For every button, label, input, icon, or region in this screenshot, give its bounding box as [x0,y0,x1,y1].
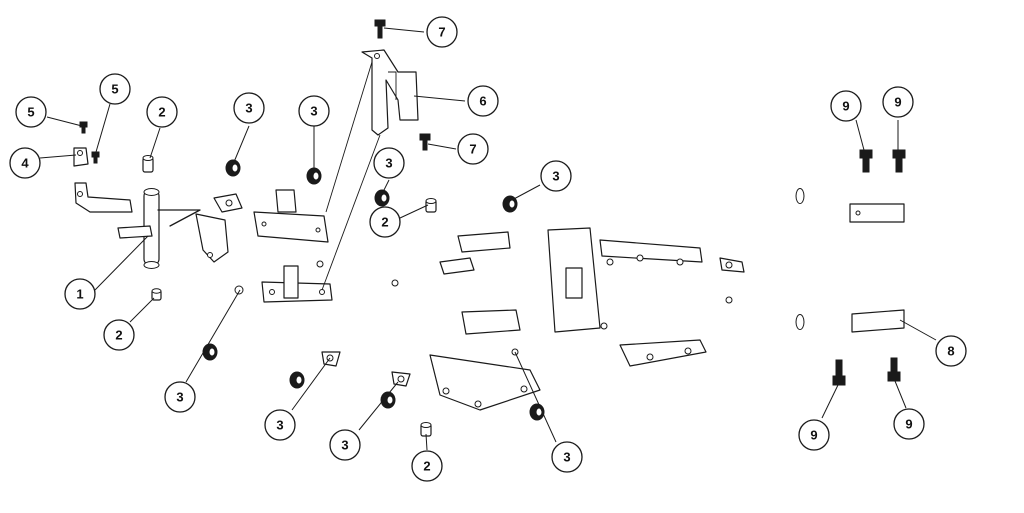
callout-label: 3 [341,438,348,453]
bushing-part-2b [151,288,162,301]
clamp-part-4 [73,147,89,167]
grommet-part-3b [306,167,322,185]
bolt-part-5a [79,121,88,134]
callout-3: 3 [551,441,583,473]
grommet-part-3a [225,159,241,177]
bolt-part-5b [91,151,100,164]
callout-8: 8 [935,335,967,367]
callout-3: 3 [164,381,196,413]
rear-grab-rail-part-8 [793,178,1008,333]
callout-1: 1 [64,278,96,310]
callout-label: 3 [310,104,317,119]
grommet-part-3g [380,391,396,409]
callout-label: 5 [111,82,118,97]
callout-9: 9 [798,419,830,451]
callout-7: 7 [426,16,458,48]
bushing-part-2a [142,155,154,173]
callout-9: 9 [882,86,914,118]
callout-label: 2 [381,215,388,230]
front-seat-bracket [253,189,329,243]
callout-9: 9 [893,408,925,440]
center-box-bracket [439,227,601,335]
callout-3: 3 [373,147,405,179]
callout-label: 3 [276,418,283,433]
callout-2: 2 [146,96,178,128]
bolt-part-9d [887,357,901,382]
callout-label: 3 [176,390,183,405]
callout-label: 3 [245,101,252,116]
callout-label: 3 [552,169,559,184]
callout-label: 5 [27,105,34,120]
frame-lower-tube [145,248,707,359]
callout-3: 3 [540,160,572,192]
callout-3: 3 [298,95,330,127]
callout-label: 8 [947,344,954,359]
bolt-part-9a [859,149,873,173]
lower-rear-plate [429,339,707,411]
callout-5: 5 [15,96,47,128]
bushing-part-2c [425,198,437,213]
callout-label: 7 [469,142,476,157]
left-middle-bracket [261,265,333,303]
upper-bracket-part-6 [321,49,419,291]
callout-label: 9 [842,99,849,114]
front-bracket [74,182,153,239]
callout-label: 2 [158,105,165,120]
callout-label: 1 [76,287,83,302]
callout-label: 9 [905,417,912,432]
callout-label: 3 [563,450,570,465]
bolt-part-9c [832,359,846,386]
leader-lines [39,27,937,451]
callout-7: 7 [457,133,489,165]
callout-label: 3 [385,156,392,171]
callout-9: 9 [830,90,862,122]
callout-3: 3 [233,92,265,124]
bolt-part-9b [892,149,906,173]
bushing-part-2d [420,422,432,437]
callout-label: 2 [423,459,430,474]
bolt-part-7b [419,133,431,151]
callout-5: 5 [99,73,131,105]
steering-head [143,188,160,269]
callout-2: 2 [411,450,443,482]
grommet-part-3c [374,189,390,207]
callout-2: 2 [369,206,401,238]
main-frame [74,182,775,411]
callout-label: 6 [479,94,486,109]
grommet-part-3e [202,343,218,361]
callout-label: 9 [894,95,901,110]
callout-3: 3 [264,409,296,441]
callout-4: 4 [9,147,41,179]
callout-6: 6 [467,85,499,117]
callout-label: 9 [810,428,817,443]
callout-label: 7 [438,25,445,40]
callout-label: 2 [115,328,122,343]
bolt-part-7a [374,19,386,39]
callout-2: 2 [103,319,135,351]
callout-3: 3 [329,429,361,461]
callout-label: 4 [21,156,29,171]
grommet-part-3f [289,371,305,389]
